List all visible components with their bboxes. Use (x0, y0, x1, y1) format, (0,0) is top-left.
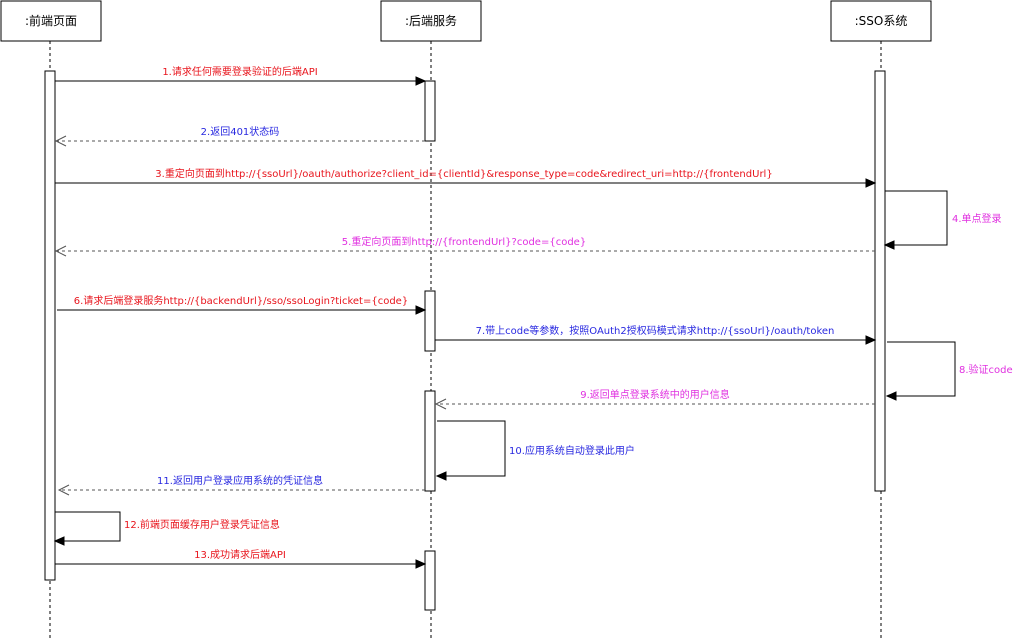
participant-frontend: :前端页面 (0, 0, 102, 42)
message-2-label: 2.返回401状态码 (201, 125, 280, 138)
message-3: 3.重定向页面到http://{ssoUrl}/oauth/authorize?… (55, 167, 877, 188)
message-5: 5.重定向页面到http://{frontendUrl}?code={code} (54, 235, 875, 257)
activation-sso (874, 70, 886, 492)
message-6: 6.请求后端登录服务http://{backendUrl}/sso/ssoLog… (57, 294, 427, 315)
message-12-label: 12.前端页面缓存用户登录凭证信息 (124, 518, 280, 531)
participant-backend-label: :后端服务 (405, 13, 457, 28)
message-4: 4.单点登录 (883, 190, 1002, 250)
message-13: 13.成功请求后端API (55, 548, 427, 569)
message-9-label: 9.返回单点登录系统中的用户信息 (580, 388, 730, 401)
message-8-arrow (887, 341, 956, 397)
message-11-label: 11.返回用户登录应用系统的凭证信息 (157, 474, 323, 487)
message-10-arrow (437, 420, 506, 477)
participant-sso: :SSO系统 (830, 0, 932, 42)
participant-frontend-label: :前端页面 (25, 13, 77, 28)
message-6-label: 6.请求后端登录服务http://{backendUrl}/sso/ssoLog… (74, 294, 408, 307)
activation-frontend (44, 70, 56, 581)
message-13-label: 13.成功请求后端API (194, 548, 286, 561)
message-1: 1.请求任何需要登录验证的后端API (55, 65, 427, 86)
message-1-label: 1.请求任何需要登录验证的后端API (162, 65, 317, 78)
messages-layer: 1.请求任何需要登录验证的后端API 2.返回401状态码 3.重定向页面到http… (53, 65, 1013, 569)
message-10-label: 10.应用系统自动登录此用户 (509, 444, 635, 457)
message-5-label: 5.重定向页面到http://{frontendUrl}?code={code} (342, 235, 586, 248)
message-2: 2.返回401状态码 (54, 125, 425, 147)
activation-backend-4 (424, 550, 436, 611)
participant-sso-label: :SSO系统 (855, 14, 908, 28)
message-8: 8.验证code (885, 341, 1013, 401)
message-12-arrow (55, 511, 121, 542)
message-3-label: 3.重定向页面到http://{ssoUrl}/oauth/authorize?… (155, 167, 772, 180)
message-11: 11.返回用户登录应用系统的凭证信息 (57, 474, 425, 496)
activation-backend-1 (424, 80, 436, 142)
message-7-label: 7.带上code等参数，按照OAuth2授权码模式请求http://{ssoUr… (476, 324, 835, 337)
message-12: 12.前端页面缓存用户登录凭证信息 (53, 511, 280, 546)
participant-backend: :后端服务 (380, 0, 482, 42)
activation-backend-2 (424, 290, 436, 352)
message-10: 10.应用系统自动登录此用户 (435, 420, 635, 481)
message-9: 9.返回单点登录系统中的用户信息 (434, 388, 875, 410)
message-7: 7.带上code等参数，按照OAuth2授权码模式请求http://{ssoUr… (435, 324, 877, 345)
activation-backend-3 (424, 390, 436, 492)
message-4-label: 4.单点登录 (952, 212, 1002, 225)
message-4-arrow (885, 190, 948, 246)
message-8-label: 8.验证code (959, 363, 1013, 376)
